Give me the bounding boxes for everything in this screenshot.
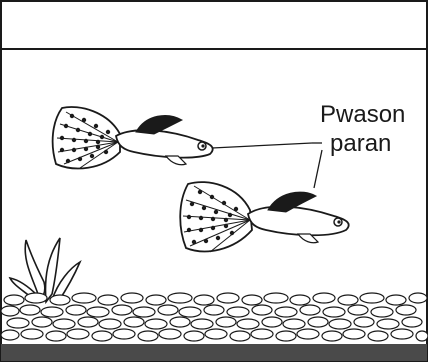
aquatic-plant <box>10 238 80 302</box>
guppy-fish-upper <box>53 107 213 168</box>
callout-leader-lines <box>212 143 322 188</box>
leader-line-upper-fish <box>212 143 312 148</box>
callout-label-line2: paran <box>330 130 391 157</box>
pebble-gravel <box>1 293 428 341</box>
tank-base <box>1 344 427 361</box>
fish-dorsal-fin <box>136 116 182 134</box>
leader-line-lower-fish <box>314 150 322 188</box>
callout-label-line1: Pwason <box>320 101 405 128</box>
guppy-fish-lower <box>180 182 348 252</box>
